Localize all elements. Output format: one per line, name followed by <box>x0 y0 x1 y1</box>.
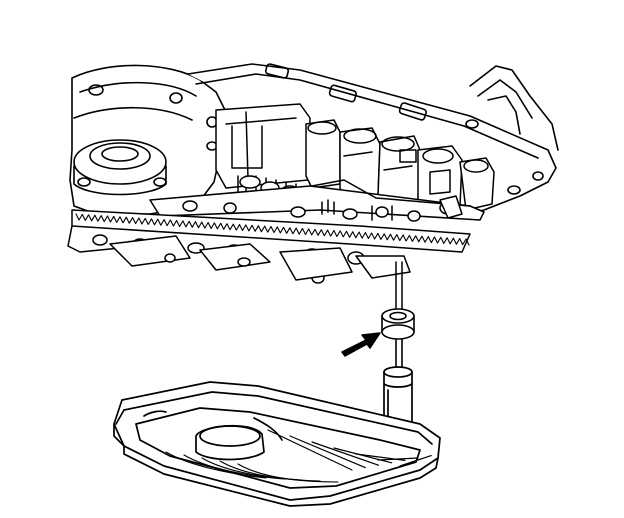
arrow-icon <box>341 332 381 357</box>
filter-rib <box>237 463 339 483</box>
gasket-teeth <box>75 213 470 246</box>
filter-rib <box>377 457 419 461</box>
filter-rib <box>267 429 353 471</box>
gasket-serration <box>75 213 470 246</box>
valve-body <box>149 103 495 222</box>
filter-ribs <box>165 429 432 483</box>
filter-seal <box>381 308 415 367</box>
filter-rib <box>399 455 432 467</box>
filter-rib <box>165 451 267 479</box>
filter-rib <box>311 441 379 466</box>
oil-filter <box>113 366 441 507</box>
filter-pickup-tube <box>395 261 403 311</box>
oil-pan-gasket-flange <box>67 209 471 284</box>
filter-rib <box>289 435 366 469</box>
